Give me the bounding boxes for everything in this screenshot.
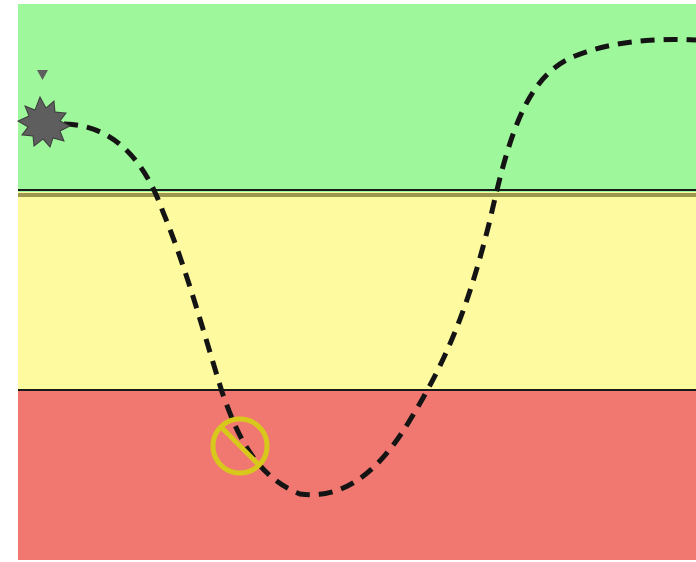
top-zone	[18, 4, 696, 192]
middle-zone	[18, 192, 696, 390]
bottom-zone	[18, 390, 696, 560]
